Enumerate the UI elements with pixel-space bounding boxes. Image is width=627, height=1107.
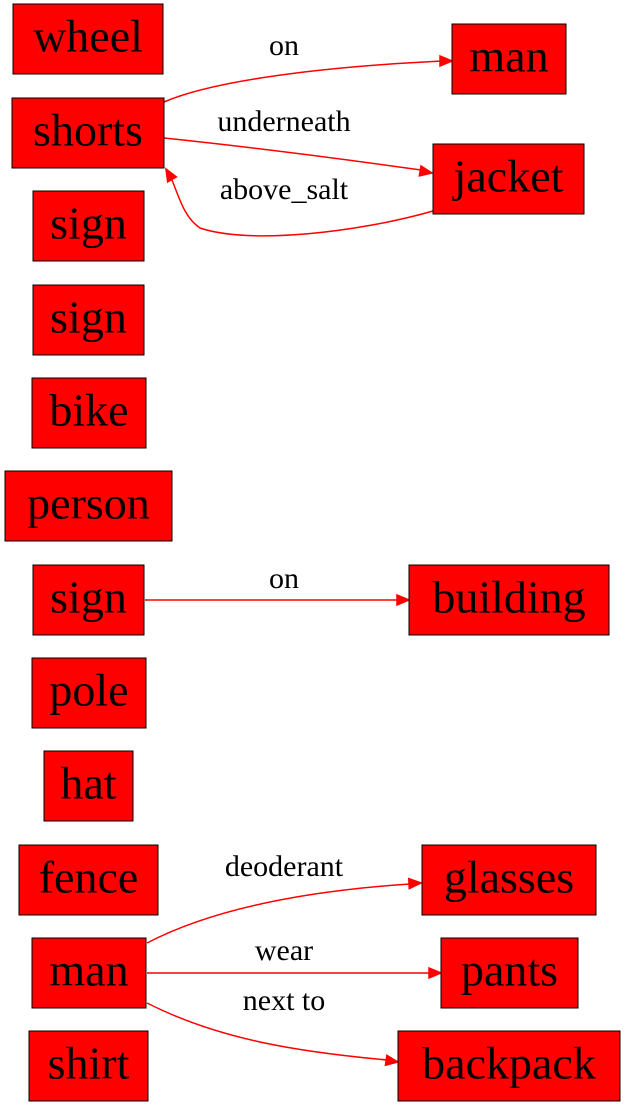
edge-man2-glasses: deoderant	[146, 850, 423, 944]
node-man1: man	[451, 23, 567, 95]
node-fence: fence	[18, 844, 159, 916]
edge-jacket-shorts: above_salt	[165, 167, 434, 237]
arrowhead-icon	[439, 54, 454, 68]
edge-sign3-building: on	[145, 562, 411, 607]
edge-label: wear	[255, 934, 313, 967]
arrowhead-icon	[165, 167, 178, 184]
node-box	[397, 1030, 621, 1102]
node-sign1: sign	[32, 190, 145, 262]
edge-label: above_salt	[220, 173, 349, 206]
edge-line	[146, 883, 411, 944]
arrowhead-icon	[407, 877, 423, 890]
node-label: bike	[49, 385, 128, 436]
node-label: backpack	[422, 1038, 596, 1089]
node-box	[421, 844, 597, 916]
node-label: fence	[39, 852, 139, 903]
node-sign3: sign	[32, 564, 145, 636]
edge-label: on	[269, 29, 299, 62]
node-label: man	[469, 31, 548, 82]
node-box	[32, 284, 145, 356]
node-box	[432, 143, 585, 215]
node-label: shirt	[48, 1038, 130, 1089]
node-box	[4, 470, 173, 542]
node-box	[32, 190, 145, 262]
edge-shorts-jacket: underneath	[163, 105, 434, 177]
node-label: sign	[50, 292, 127, 343]
node-glasses: glasses	[421, 844, 597, 916]
edge-line	[163, 137, 422, 171]
node-label: glasses	[444, 852, 574, 903]
node-box	[440, 937, 579, 1009]
node-box	[43, 750, 134, 822]
edge-label: deoderant	[225, 850, 344, 883]
node-shirt: shirt	[28, 1030, 149, 1102]
node-box	[31, 377, 147, 449]
node-box	[32, 564, 145, 636]
node-label: pole	[49, 665, 128, 716]
node-box	[28, 1030, 149, 1102]
node-label: sign	[50, 198, 127, 249]
node-box	[12, 3, 164, 75]
node-label: person	[27, 478, 150, 529]
node-box	[408, 564, 610, 636]
node-label: man	[49, 945, 128, 996]
node-building: building	[408, 564, 610, 636]
node-label: hat	[60, 758, 116, 809]
node-person: person	[4, 470, 173, 542]
node-label: wheel	[33, 11, 143, 62]
node-pants: pants	[440, 937, 579, 1009]
node-box	[451, 23, 567, 95]
edge-shorts-man1: on	[163, 29, 454, 103]
node-wheel: wheel	[12, 3, 164, 75]
node-label: building	[432, 572, 585, 623]
edge-man2-backpack: next to	[146, 984, 400, 1067]
arrowhead-icon	[396, 593, 411, 607]
arrowhead-icon	[384, 1054, 400, 1067]
node-box	[31, 937, 147, 1009]
node-backpack: backpack	[397, 1030, 621, 1102]
node-man2: man	[31, 937, 147, 1009]
node-bike: bike	[31, 377, 147, 449]
node-sign2: sign	[32, 284, 145, 356]
edge-label: on	[269, 562, 299, 595]
node-label: sign	[50, 572, 127, 623]
node-shorts: shorts	[11, 97, 165, 169]
node-box	[18, 844, 159, 916]
edge-line	[163, 60, 443, 103]
arrowhead-icon	[418, 164, 434, 177]
edge-label: underneath	[217, 105, 350, 138]
edges-layer: onunderneathabove_saltondeoderantwearnex…	[145, 29, 454, 1067]
node-pole: pole	[31, 657, 147, 729]
edge-man2-pants: wear	[147, 934, 443, 980]
arrowhead-icon	[428, 966, 443, 980]
node-box	[31, 657, 147, 729]
node-jacket: jacket	[432, 143, 585, 215]
node-label: pants	[461, 945, 558, 996]
edge-line	[171, 179, 434, 237]
node-box	[11, 97, 165, 169]
edge-label: next to	[243, 984, 326, 1017]
node-label: jacket	[452, 151, 564, 202]
node-hat: hat	[43, 750, 134, 822]
nodes-layer: wheel shorts sign sign bike person sign pole hat…	[4, 3, 621, 1102]
edge-line	[146, 1002, 388, 1061]
node-label: shorts	[33, 105, 143, 156]
